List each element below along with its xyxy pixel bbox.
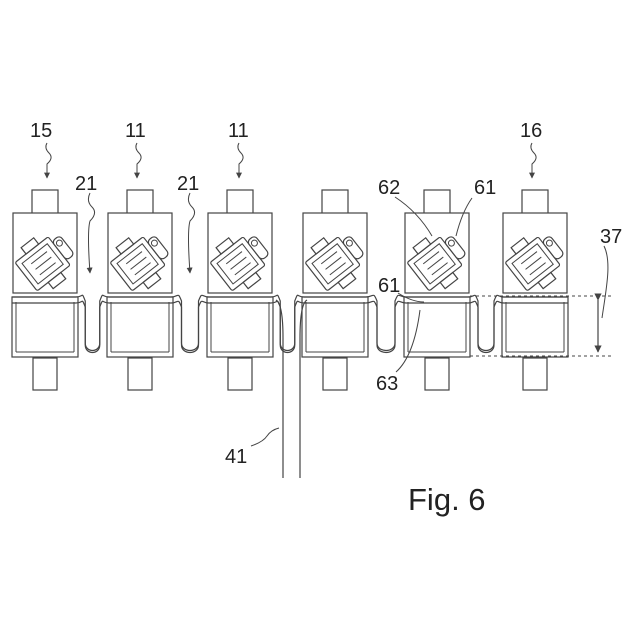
connector-units: [10, 190, 573, 390]
label-61-a: 61: [474, 177, 496, 199]
connector-unit: [402, 190, 475, 390]
label-15: 15: [30, 120, 52, 142]
label-11-b: 11: [228, 120, 249, 142]
connector-unit: [10, 190, 83, 390]
label-16: 16: [520, 120, 542, 142]
connector-unit: [105, 190, 178, 390]
label-21-a: 21: [75, 173, 97, 195]
figure-caption: Fig. 6: [408, 482, 486, 517]
label-37: 37: [600, 226, 622, 248]
label-63: 63: [376, 373, 398, 395]
label-41: 41: [225, 446, 247, 468]
leader-lines: [46, 143, 536, 446]
label-62: 62: [378, 177, 400, 199]
serpentine-conductor: [12, 295, 568, 352]
connector-unit: [300, 190, 373, 390]
label-21-b: 21: [177, 173, 199, 195]
connector-unit: [205, 190, 278, 390]
label-61-b: 61: [378, 275, 400, 297]
connector-unit: [500, 190, 573, 390]
label-11-a: 11: [125, 120, 146, 142]
